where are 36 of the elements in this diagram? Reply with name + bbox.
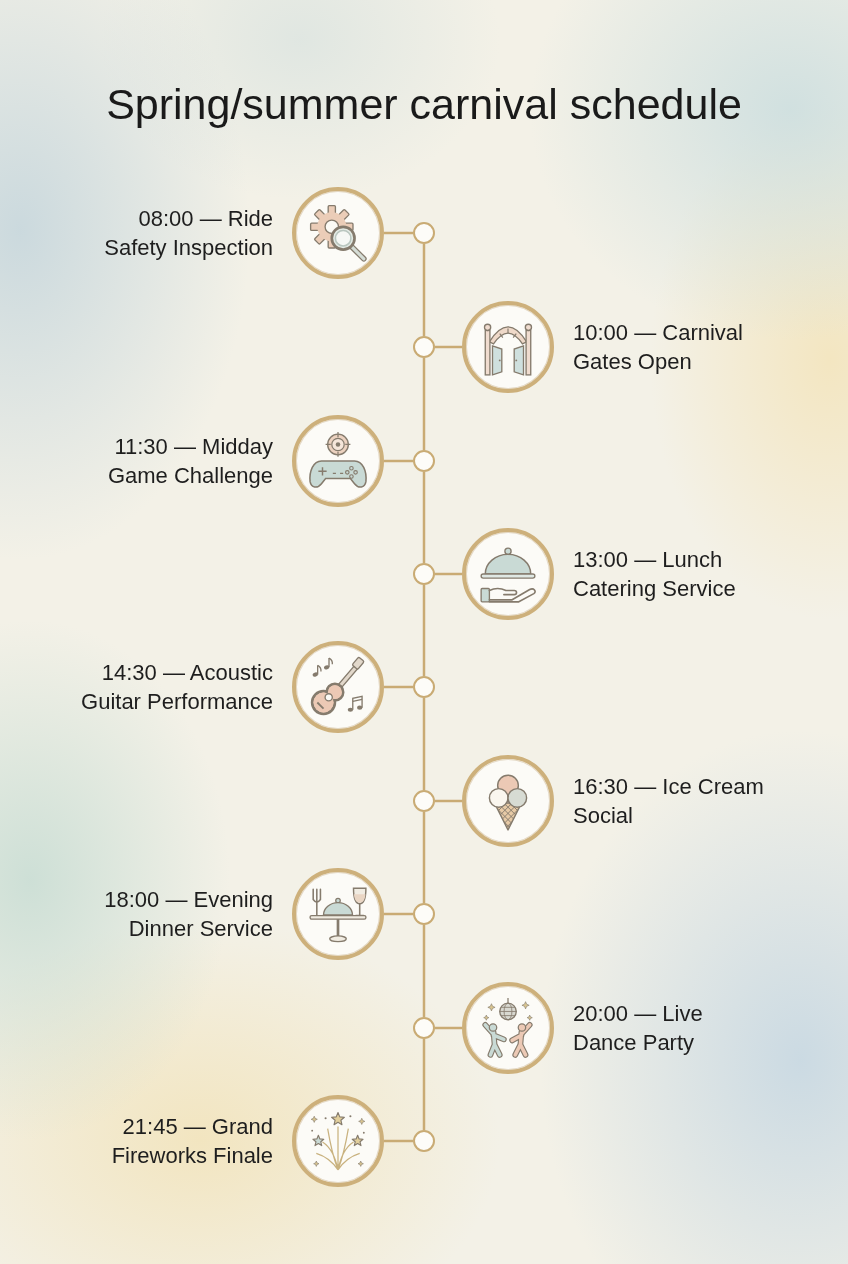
timeline-dot — [413, 1130, 435, 1152]
connector-line — [384, 1139, 413, 1143]
event-label: 10:00 — Carnival Gates Open — [573, 319, 744, 376]
event-label: 16:30 — Ice Cream Social — [573, 773, 765, 830]
title: Spring/summer carnival schedule — [105, 79, 743, 130]
event-label: 21:45 — Grand Fireworks Finale — [110, 1113, 273, 1170]
timeline-dot — [413, 336, 435, 358]
timeline-dot — [413, 563, 435, 585]
event-label: 18:00 — Evening Dinner Service — [103, 886, 273, 943]
connector-line — [435, 345, 462, 349]
connector-line — [422, 698, 426, 790]
event-label: 14:30 — Acoustic Guitar Performance — [80, 659, 273, 716]
connector-line — [422, 244, 426, 336]
connector-line — [435, 1026, 462, 1030]
connector-line — [422, 925, 426, 1017]
timeline-dot — [413, 790, 435, 812]
connector-line — [384, 685, 413, 689]
connector-line — [422, 1039, 426, 1130]
timeline-dot — [413, 450, 435, 472]
connector-line — [435, 799, 462, 803]
connector-line — [422, 585, 426, 676]
connector-line — [384, 231, 413, 235]
connector-line — [422, 358, 426, 450]
event-label: 11:30 — Midday Game Challenge — [106, 433, 273, 490]
timeline-dot — [413, 676, 435, 698]
connector-line — [422, 812, 426, 903]
timeline-dot — [413, 222, 435, 244]
timeline-dot — [413, 1017, 435, 1039]
connector-line — [435, 572, 462, 576]
connector-line — [384, 459, 413, 463]
timeline-dot — [413, 903, 435, 925]
connector-line — [422, 472, 426, 563]
event-label: 13:00 — Lunch Catering Service — [573, 546, 737, 603]
event-label: 20:00 — Live Dance Party — [573, 1000, 704, 1057]
connector-line — [384, 912, 413, 916]
event-label: 08:00 — Ride Safety Inspection — [103, 205, 273, 262]
